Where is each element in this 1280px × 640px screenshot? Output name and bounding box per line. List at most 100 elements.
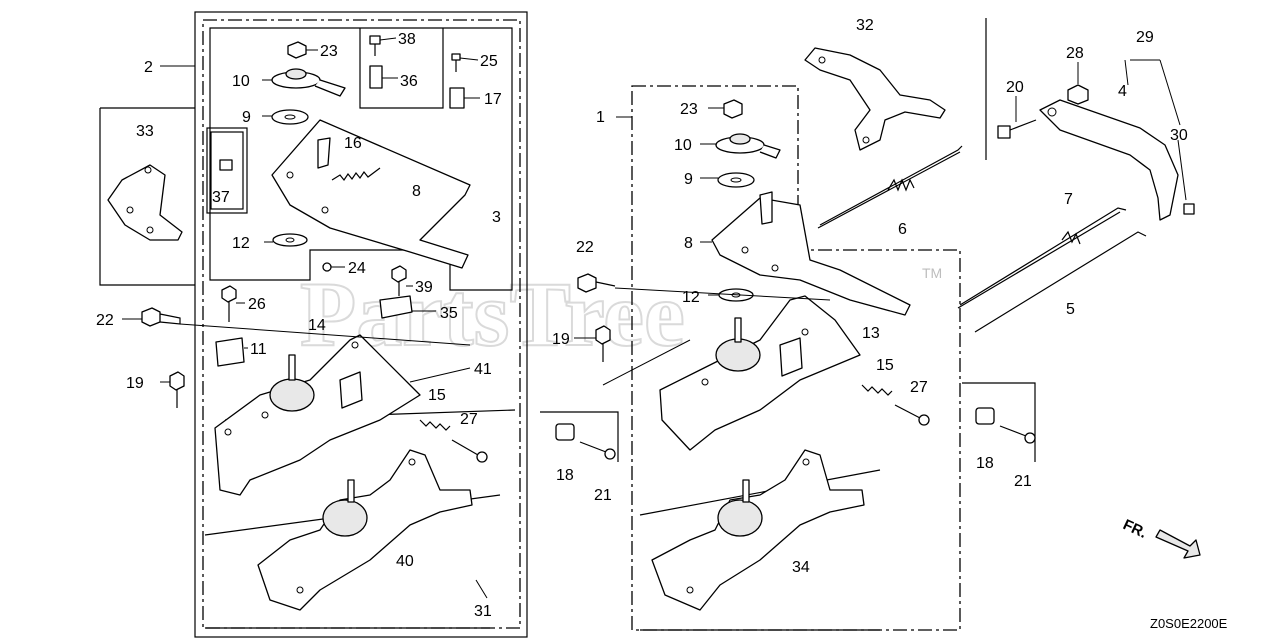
callout-29: 29 — [1136, 29, 1154, 46]
callout-14: 14 — [308, 317, 326, 334]
callout-24: 24 — [348, 260, 366, 277]
callout-23: 23 — [320, 43, 338, 60]
callout-18-a: 18 — [556, 467, 574, 484]
callout-26: 26 — [248, 296, 266, 313]
right-assembly-frames — [540, 18, 1036, 631]
part-30-nut — [1183, 203, 1195, 215]
callout-8-right: 8 — [684, 235, 693, 252]
part-14-base-plate — [214, 334, 421, 496]
part-4-lever — [1039, 99, 1179, 221]
diagram-code: Z0S0E2200E — [1150, 616, 1228, 631]
callout-34: 34 — [792, 559, 810, 576]
part-20-bolt — [997, 119, 1037, 139]
part-5-rod — [974, 231, 1147, 333]
part-38-bolt — [369, 35, 381, 56]
part-33-bracket — [107, 164, 183, 241]
callout-15-right: 15 — [876, 357, 894, 374]
part-18-collar-b — [975, 407, 995, 425]
callout-19: 19 — [126, 375, 144, 392]
part-37-clip — [219, 159, 233, 171]
part-18-collar-a — [555, 423, 575, 441]
watermark-tm: TM — [922, 265, 942, 281]
part-9-washer-right — [717, 172, 755, 188]
callout-16: 16 — [344, 135, 362, 152]
callout-4: 4 — [1118, 83, 1127, 100]
callout-3: 3 — [492, 209, 501, 226]
part-39-bolt — [391, 265, 407, 296]
callout-18-b: 18 — [976, 455, 994, 472]
direction-label: FR. — [1120, 516, 1149, 542]
callout-6: 6 — [898, 221, 907, 238]
callout-28: 28 — [1066, 45, 1084, 62]
part-8-lever — [271, 119, 471, 269]
callout-12: 12 — [232, 235, 250, 252]
part-28-nut — [1067, 84, 1089, 105]
part-19-bolt-left — [169, 371, 185, 408]
callout-27: 27 — [460, 411, 478, 428]
front-direction-arrow — [1155, 529, 1201, 559]
callouts-right: 32 28 29 20 4 30 1 23 10 9 6 7 8 22 12 5… — [552, 17, 1188, 576]
part-15-spring-right — [861, 384, 893, 396]
part-34-base-plate — [651, 449, 865, 611]
callout-17: 17 — [484, 91, 502, 108]
callout-10: 10 — [232, 73, 250, 90]
part-9-washer — [271, 109, 309, 125]
part-21-bolt-b — [999, 425, 1036, 444]
part-8-lever-right — [711, 191, 911, 316]
part-6-spring-rod — [817, 145, 963, 229]
part-15-spring-left — [419, 419, 451, 431]
callout-12-right: 12 — [682, 289, 700, 306]
part-40-base-plate — [257, 449, 473, 611]
callout-30: 30 — [1170, 127, 1188, 144]
part-36-spacer — [369, 65, 383, 89]
callout-40: 40 — [396, 553, 414, 570]
callout-1: 1 — [596, 109, 605, 126]
part-10-cap-right — [715, 133, 781, 159]
callout-39: 39 — [415, 279, 433, 296]
callout-5: 5 — [1066, 301, 1075, 318]
part-22-bolt-left — [141, 307, 181, 327]
callout-27-right: 27 — [910, 379, 928, 396]
part-27-bolt-right — [894, 404, 930, 426]
part-13-base-plate — [659, 295, 861, 451]
callouts-left: 2 23 38 25 10 36 17 33 9 16 37 8 3 12 24… — [96, 31, 502, 620]
callout-37: 37 — [212, 189, 230, 206]
part-26-bolt — [221, 285, 237, 322]
callout-23-right: 23 — [680, 101, 698, 118]
callout-15: 15 — [428, 387, 446, 404]
callout-32: 32 — [856, 17, 874, 34]
part-23-nut — [287, 41, 307, 59]
callout-33: 33 — [136, 123, 154, 140]
callout-22: 22 — [96, 312, 114, 329]
callout-9-right: 9 — [684, 171, 693, 188]
callout-7: 7 — [1064, 191, 1073, 208]
callout-8: 8 — [412, 183, 421, 200]
callout-35: 35 — [440, 305, 458, 322]
part-25-screw — [451, 53, 461, 72]
callout-20: 20 — [1006, 79, 1024, 96]
callout-22-right: 22 — [576, 239, 594, 256]
part-19-bolt-right — [595, 325, 611, 362]
callout-38: 38 — [398, 31, 416, 48]
callout-10-right: 10 — [674, 137, 692, 154]
callout-19-right: 19 — [552, 331, 570, 348]
callout-2: 2 — [144, 59, 153, 76]
callout-21-a: 21 — [594, 487, 612, 504]
leader-lines — [122, 37, 1187, 599]
part-17-collar — [449, 87, 465, 109]
part-24-clip — [322, 262, 332, 272]
part-35-clip — [379, 295, 413, 319]
part-21-bolt-a — [579, 441, 616, 460]
part-27-bolt-left — [451, 439, 488, 463]
callout-13: 13 — [862, 325, 880, 342]
callout-25: 25 — [480, 53, 498, 70]
callout-11: 11 — [250, 341, 267, 358]
part-32-bracket — [804, 47, 946, 151]
callout-9: 9 — [242, 109, 251, 126]
callout-41: 41 — [474, 361, 492, 378]
callout-36: 36 — [400, 73, 418, 90]
part-22-bolt-right — [577, 273, 616, 293]
part-16-spring — [331, 167, 381, 182]
callout-31: 31 — [474, 603, 492, 620]
